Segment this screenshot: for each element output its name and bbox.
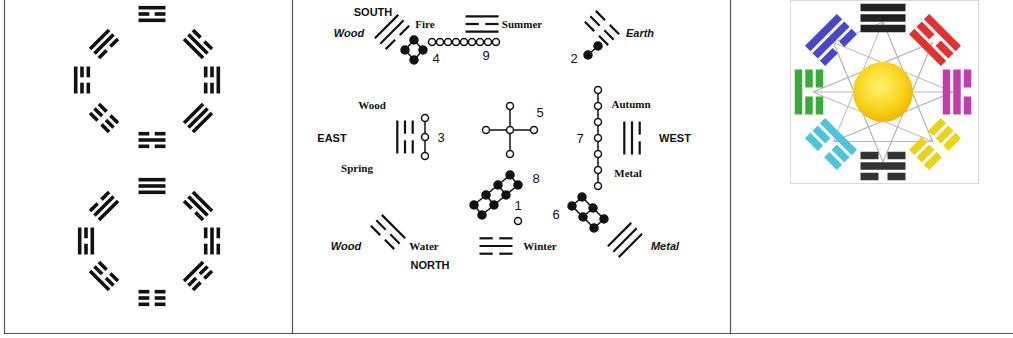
direction-label: NORTH — [409, 260, 450, 271]
element-label: Fire — [414, 19, 435, 30]
season-label: Summer — [501, 19, 543, 30]
trigram-rings — [76, 8, 219, 305]
callout-number: 5 — [535, 106, 544, 119]
callout-number: 9 — [481, 49, 490, 62]
element-label: Earth — [625, 28, 655, 39]
season-label: Autumn — [610, 99, 651, 110]
lo-shu-trigrams — [371, 11, 642, 257]
element-label: Wood — [330, 241, 362, 252]
callout-number: 2 — [569, 52, 578, 65]
direction-label: WEST — [658, 133, 692, 144]
element-label: Wood — [333, 28, 365, 39]
callout-number: 6 — [551, 208, 560, 221]
season-label: Spring — [340, 163, 374, 174]
direction-label: SOUTH — [353, 7, 394, 18]
season-label: Winter — [522, 241, 557, 252]
element-label: Water — [408, 241, 439, 252]
element-label: Metal — [613, 168, 642, 179]
element-label: Wood — [357, 100, 387, 111]
callout-number: 7 — [575, 132, 584, 145]
callout-number: 8 — [531, 172, 540, 185]
callout-number: 1 — [513, 199, 522, 212]
callout-number: 3 — [436, 131, 445, 144]
table-rules — [4, 0, 1013, 334]
color-bagua — [791, 1, 979, 184]
callout-number: 4 — [431, 52, 440, 65]
direction-label: EAST — [316, 133, 347, 144]
element-label: Metal — [650, 241, 680, 252]
lo-shu-dots — [401, 36, 608, 232]
